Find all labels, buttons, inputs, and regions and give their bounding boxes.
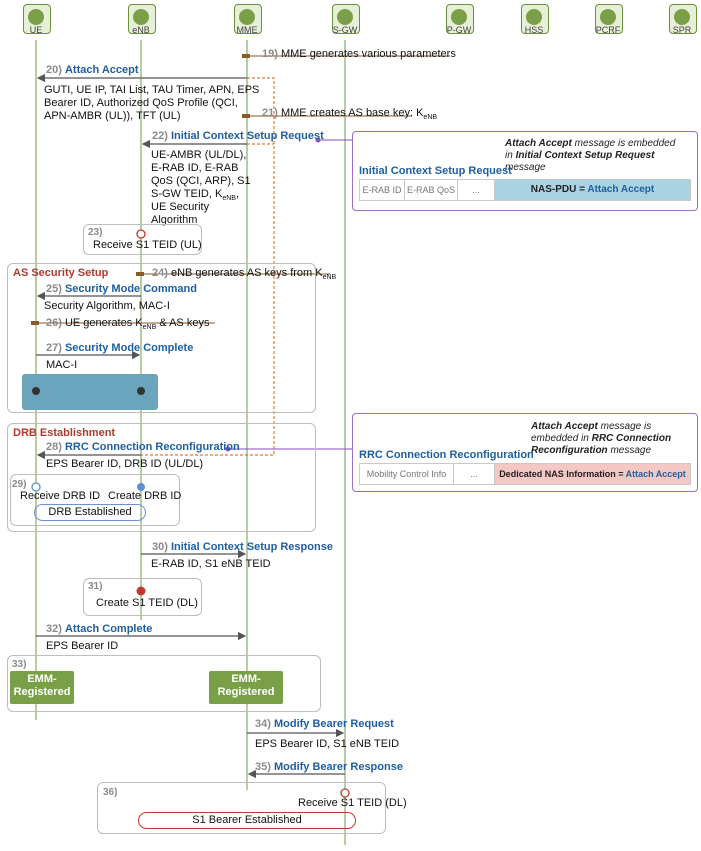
callout2-note-3: Reconfiguration message — [531, 445, 652, 456]
refresh-icon — [595, 4, 623, 34]
step20-title: 20) Attach Accept — [46, 64, 139, 76]
callout1-cell-erab-qos: E-RAB QoS — [404, 179, 458, 201]
step29-ue-marker — [31, 482, 41, 492]
step33-num: 33) — [12, 659, 27, 670]
step30-params: E-RAB ID, S1 eNB TEID — [151, 558, 271, 570]
step20-params-1: GUTI, UE IP, TAI List, TAU Timer, APN, E… — [44, 84, 260, 96]
step34-title: 34) Modify Bearer Request — [255, 718, 394, 730]
step29-box — [10, 474, 180, 526]
step23-num: 23) — [88, 227, 103, 238]
entity-sgw-label: S-GW — [332, 25, 358, 35]
step29-receive: Receive DRB ID — [20, 490, 101, 502]
callout1-note-1: Attach Accept message is embedded — [505, 138, 676, 149]
step29-num: 29) — [12, 479, 27, 490]
entity-pcrf-label: PCRF — [595, 25, 621, 35]
step34-params: EPS Bearer ID, S1 eNB TEID — [255, 738, 400, 750]
step26: 26) UE generates KeNB & AS keys — [46, 317, 210, 332]
step36-num: 36) — [103, 787, 118, 798]
step27-params: MAC-I — [46, 359, 78, 371]
drb-section — [7, 423, 316, 532]
entity-mme-label: MME — [236, 25, 258, 35]
entity-ue-label: UE — [29, 25, 43, 35]
callout1-nas-pdu: NAS-PDU = Attach Accept — [494, 179, 691, 201]
drb-established-bar: DRB Established — [34, 504, 146, 521]
step32-title: 32) Attach Complete — [46, 623, 153, 635]
mme-gear-icon — [234, 4, 262, 34]
step24: 24) eNB generates AS keys from KeNB — [152, 267, 337, 282]
step23-box — [83, 224, 202, 255]
step36-text: Receive S1 TEID (DL) — [298, 797, 407, 809]
callout2-note-1: Attach Accept message is — [531, 421, 652, 432]
step32-params: EPS Bearer ID — [46, 640, 119, 652]
enb-bearer-dot — [137, 387, 145, 395]
step28-params: EPS Bearer ID, DRB ID (UL/DL) — [46, 458, 204, 470]
ciphering-box — [22, 374, 158, 410]
step29-create: Create DRB ID — [108, 490, 182, 502]
step35-title: 35) Modify Bearer Response — [255, 761, 403, 773]
ue-emm-registered: EMM-Registered — [10, 671, 74, 704]
step31-num: 31) — [88, 581, 103, 592]
step31-marker — [136, 586, 146, 596]
embedding-path — [141, 77, 275, 456]
entity-enb-label: eNB — [132, 25, 150, 35]
step25-title: 25) Security Mode Command — [46, 283, 197, 295]
step22-param-3: QoS (QCI, ARP), S1 — [151, 175, 251, 187]
as-security-title: AS Security Setup — [13, 267, 109, 279]
step31-box — [83, 578, 202, 616]
step22-param-1: UE-AMBR (UL/DL), — [151, 149, 247, 161]
step22-param-6: Algorithm — [151, 214, 198, 226]
step23-marker — [136, 229, 146, 239]
callout2-cell-mobility: Mobility Control Info — [359, 463, 454, 485]
entity-spr-label: SPR — [672, 25, 692, 35]
callout2-note-2: embedded in RRC Connection — [531, 433, 672, 444]
step20-params-3: APN-AMBR (UL)), TFT (UL) — [44, 110, 181, 122]
database-icon — [521, 4, 549, 34]
s1-bearer-established-bar: S1 Bearer Established — [138, 812, 356, 829]
step21: 21) MME creates AS base key: KeNB — [262, 107, 438, 122]
callout2-title: RRC Connection Reconfiguration — [359, 449, 534, 461]
antenna-icon — [128, 4, 156, 34]
step36-marker — [340, 788, 350, 798]
sgw-gear-icon — [332, 4, 360, 34]
step20-params-2: Bearer ID, Authorized QoS Profile (QCI, — [44, 97, 238, 109]
ue-icon — [23, 4, 51, 34]
entity-pgw-label: P-GW — [446, 25, 472, 35]
step22-param-5: UE Security — [151, 201, 210, 213]
callout1-cell-ellipsis: ... — [457, 179, 495, 201]
spr-database-icon — [669, 4, 697, 34]
step27-title: 27) Security Mode Complete — [46, 342, 194, 354]
drb-title: DRB Establishment — [13, 427, 116, 439]
pgw-gear-icon — [446, 4, 474, 34]
step30-title: 30) Initial Context Setup Response — [152, 541, 333, 553]
callout1-title: Initial Context Setup Request — [359, 165, 512, 177]
step22-title: 22) Initial Context Setup Request — [152, 130, 324, 142]
callout1-cell-erab-id: E-RAB ID — [359, 179, 405, 201]
step36-box — [97, 782, 386, 834]
step29-enb-marker — [137, 483, 145, 491]
ue-bearer-dot — [32, 387, 40, 395]
step19: 19) MME generates various parameters — [262, 48, 456, 60]
callout1-note-3: message — [505, 162, 546, 173]
step31-text: Create S1 TEID (DL) — [96, 597, 198, 609]
step22-param-2: E-RAB ID, E-RAB — [151, 162, 239, 174]
as-security-section — [7, 263, 316, 413]
callout2-dedicated-nas: Dedicated NAS Information = Attach Accep… — [494, 463, 691, 485]
step25-params: Security Algorithm, MAC-I — [44, 300, 170, 312]
callout2-cell-ellipsis: ... — [453, 463, 495, 485]
step28-title: 28) RRC Connection Reconfiguration — [46, 441, 240, 453]
step22-param-4: S-GW TEID, KeNB, — [151, 188, 239, 203]
mme-emm-registered: EMM-Registered — [209, 671, 283, 704]
callout1-note-2: in Initial Context Setup Request — [505, 150, 655, 161]
entity-hss-label: HSS — [524, 25, 544, 35]
step23-text: Receive S1 TEID (UL) — [93, 239, 202, 251]
step33-box — [7, 655, 321, 712]
